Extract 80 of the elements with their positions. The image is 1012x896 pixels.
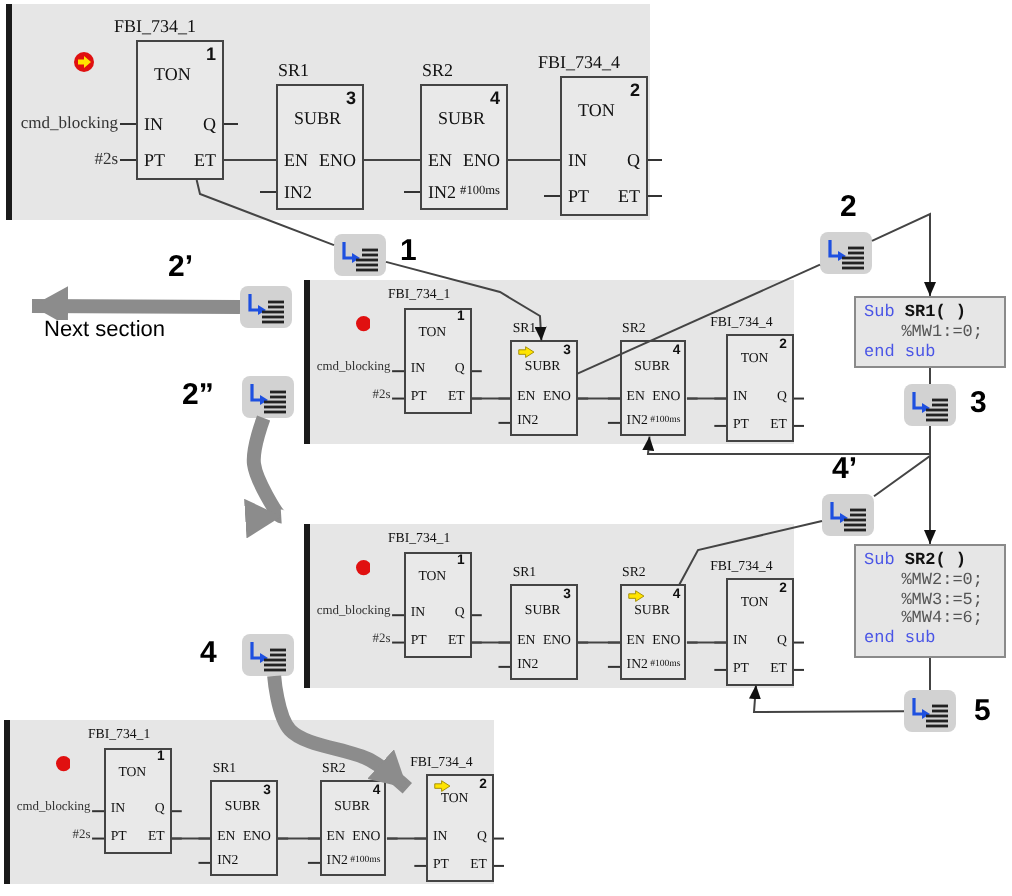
pin-label: IN2 <box>428 183 456 201</box>
code-line: %MW1:=0; <box>899 323 985 343</box>
pin-label: IN <box>144 115 163 133</box>
pin-label: ENO <box>463 151 500 169</box>
step-number: 2 <box>840 192 857 222</box>
instance-name: SR2 <box>422 62 454 80</box>
wire <box>685 397 728 400</box>
block-type: SUBR <box>438 110 486 128</box>
edge-label: Next section <box>44 320 166 342</box>
wire <box>576 641 622 644</box>
pin-label: PT <box>144 151 166 169</box>
connector-arrow <box>748 684 905 713</box>
connector-line <box>195 179 335 247</box>
step-number: 3 <box>970 388 987 418</box>
pin-label: ET <box>194 151 216 169</box>
step-number: 4 <box>200 638 217 668</box>
wire <box>363 159 421 161</box>
code-keyword: Sub <box>864 550 895 570</box>
instance-name: FBI_734_1 <box>114 18 197 36</box>
step-icon <box>904 384 956 426</box>
pin-label: ENO <box>319 151 356 169</box>
step-number: 4’ <box>832 454 858 484</box>
pin-label: ET <box>618 187 640 205</box>
step-icon <box>820 232 872 274</box>
wire <box>685 641 728 644</box>
code-box <box>854 296 1006 368</box>
pin-label: PT <box>568 187 590 205</box>
step-icon <box>904 690 956 732</box>
code-keyword: Sub <box>864 302 895 322</box>
step-number: 5 <box>974 696 991 726</box>
wire <box>507 159 561 161</box>
wire <box>276 837 322 840</box>
connector-arrow <box>871 212 936 297</box>
wire <box>170 837 212 840</box>
instance-name: FBI_734_4 <box>538 54 621 72</box>
step-number: 2” <box>182 380 214 410</box>
step-icon <box>822 494 874 536</box>
block-number: 4 <box>489 90 500 108</box>
code-line: %MW3:=5; <box>899 591 985 610</box>
pin-label: EN <box>428 151 452 169</box>
code-box <box>854 544 1006 658</box>
connector-arrow <box>385 260 547 342</box>
block-type: SUBR <box>294 110 342 128</box>
pin-label: EN <box>284 151 308 169</box>
wire <box>470 397 512 400</box>
input-value: cmd_blocking <box>20 113 118 130</box>
step-icon <box>242 634 294 676</box>
code-keyword: end sub <box>864 630 938 650</box>
connector-arrow <box>642 425 931 455</box>
connector-arrow <box>873 454 936 545</box>
pin-label: Q <box>203 115 216 133</box>
connector-line <box>678 520 823 586</box>
code-keyword: end sub <box>864 343 938 363</box>
pin-label: IN <box>568 151 587 169</box>
input-value: #2s <box>94 149 118 166</box>
flow-arrow <box>244 415 287 538</box>
pin-label: Q <box>627 151 640 169</box>
wire <box>470 641 512 644</box>
wire <box>576 397 622 400</box>
step-icon <box>334 234 386 276</box>
block-type: TON <box>578 102 615 120</box>
code-line: %MW2:=0; <box>899 571 985 592</box>
wire <box>223 159 277 161</box>
block-type: TON <box>154 66 191 84</box>
instance-name: SR1 <box>278 62 310 80</box>
step-icon <box>240 286 292 328</box>
block-number: 1 <box>205 46 216 64</box>
connector-line <box>929 367 931 385</box>
step-number: 2’ <box>168 252 194 282</box>
wire <box>385 837 428 840</box>
connector-line <box>929 657 931 691</box>
step-number: 1 <box>400 236 417 266</box>
code-line: %MW4:=6; <box>899 610 985 629</box>
code-name: SR1( ) <box>904 302 967 322</box>
connector-line <box>576 263 821 375</box>
step-icon <box>242 376 294 418</box>
block-number: 3 <box>345 90 356 108</box>
block-number: 2 <box>629 82 640 100</box>
code-name: SR2( ) <box>904 550 967 570</box>
pin-label: IN2 <box>284 183 312 201</box>
